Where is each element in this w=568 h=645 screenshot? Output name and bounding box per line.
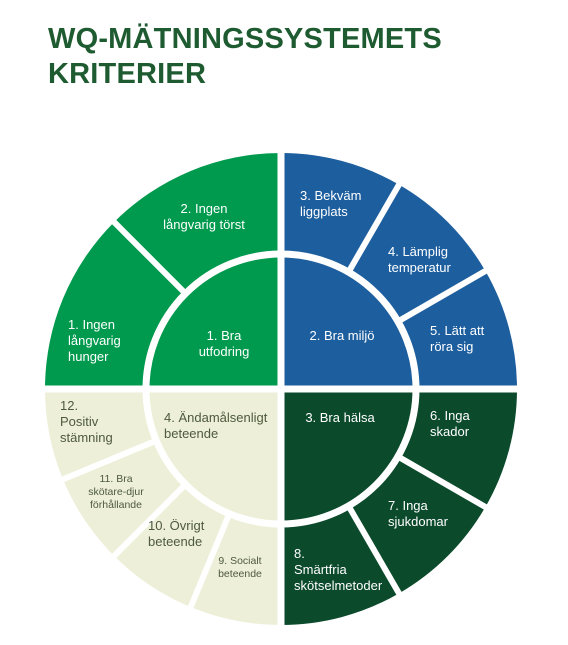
segment-separator (186, 510, 233, 612)
criterion-label-10-line: 10. Övrigt (148, 518, 205, 533)
criterion-label-5-line: 5. Lätt att (430, 323, 485, 338)
criterion-label-8-line: 8. (294, 546, 305, 561)
segment-separator (344, 502, 404, 599)
criterion-label-2-line: långvarig törst (163, 217, 245, 232)
title-line-2: KRITERIER (48, 58, 207, 90)
criterion-label-12-line: stämning (60, 430, 113, 445)
segment-separators (41, 149, 521, 629)
principle-label-health-line: 3. Bra hälsa (305, 410, 375, 425)
segment-separator (109, 480, 190, 561)
principle-label-feeding-line: 1. Bra (207, 328, 242, 343)
inner-disc (148, 256, 414, 522)
principle-label-behaviour-line: 4. Ändamålsenligt (164, 410, 268, 425)
criterion-label-4-line: temperatur (388, 260, 452, 275)
criterion-label-5-line: röra sig (430, 339, 473, 354)
criterion-label-9-line: 9. Socialt (218, 555, 261, 567)
title-line-1: WQ-MÄTNINGSSYSTEMETS (48, 23, 442, 55)
principle-label-behaviour-line: beteende (164, 426, 218, 441)
principle-label-environment-line: 2. Bra miljö (309, 328, 374, 343)
principle-segment-health (281, 389, 414, 522)
segment-separator (394, 452, 491, 512)
criterion-label-3-line: 3. Bekväm (300, 188, 361, 203)
criterion-label-8-line: skötselmetoder (294, 578, 383, 593)
segment-separator (109, 217, 190, 298)
criterion-label-11-line: 11. Bra (99, 473, 132, 485)
criterion-label-2-line: 2. Ingen (181, 201, 228, 216)
principle-label-health: 3. Bra hälsa (305, 410, 375, 425)
criterion-label-9-line: beteende (218, 568, 262, 580)
criterion-label-1-line: hunger (68, 349, 109, 364)
criterion-label-4-line: 4. Lämplig (388, 244, 448, 259)
page-title: WQ-MÄTNINGSSYSTEMETS KRITERIER (48, 22, 442, 92)
principle-segment-behaviour (148, 389, 281, 522)
criterion-label-7-line: 7. Inga (388, 498, 429, 513)
segment-separator (344, 179, 404, 276)
segment-separator (58, 437, 160, 484)
criterion-label-8-line: Smärtfria (294, 562, 348, 577)
principle-label-feeding-line: utfodring (199, 344, 250, 359)
criterion-label-1-line: långvarig (68, 333, 121, 348)
criterion-label-12-line: Positiv (60, 414, 99, 429)
criterion-label-10-line: beteende (148, 534, 202, 549)
principle-segment-feeding (148, 256, 281, 389)
criterion-label-11-line: förhållande (90, 499, 142, 511)
criterion-label-6-line: skador (430, 424, 470, 439)
principle-segment-environment (281, 256, 414, 389)
criterion-label-11-line: skötare-djur (88, 486, 144, 498)
criterion-label-3-line: liggplats (300, 204, 348, 219)
segment-separator (394, 266, 491, 326)
criterion-label-1-line: 1. Ingen (68, 317, 115, 332)
criterion-label-6-line: 6. Inga (430, 408, 471, 423)
principle-label-environment: 2. Bra miljö (309, 328, 374, 343)
criterion-label-7-line: sjukdomar (388, 514, 449, 529)
criterion-label-12-line: 12. (60, 398, 78, 413)
